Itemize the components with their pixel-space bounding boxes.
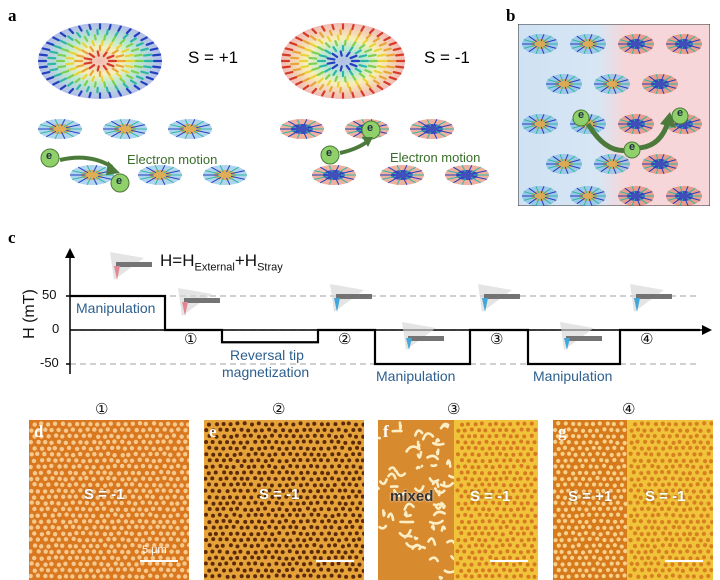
- s-plus-label: S = +1: [188, 48, 238, 68]
- annotation-reversal-2: magnetization: [222, 364, 309, 380]
- tile-e-top-marker: ②: [272, 400, 285, 418]
- ytick-m50: -50: [40, 355, 59, 370]
- scale-bar-f: [490, 560, 528, 562]
- tile-g-text-plus: S = +1: [568, 488, 612, 505]
- annotation-reversal-1: Reversal tip: [230, 347, 304, 363]
- tile-d-top-marker: ①: [95, 400, 108, 418]
- annotation-manipulation-2: Manipulation: [376, 368, 455, 384]
- electron-right-2: e: [367, 122, 373, 134]
- electron-left-1: e: [46, 150, 52, 162]
- annotation-manipulation-1: Manipulation: [76, 300, 155, 316]
- x-axis-arrow: [702, 325, 712, 335]
- ytick-0: 0: [52, 321, 59, 336]
- panel-f-label: f: [383, 422, 389, 442]
- step-marker-4: ④: [640, 330, 653, 348]
- scale-bar-e: [316, 560, 354, 562]
- scale-bar-g: [665, 560, 703, 562]
- skyrmion-plus-diagram: [35, 16, 165, 106]
- y-axis-arrow: [65, 248, 75, 258]
- panel-d-label: d: [34, 422, 43, 442]
- annotation-manipulation-3: Manipulation: [533, 368, 612, 384]
- step-marker-3: ③: [490, 330, 503, 348]
- electron-right-1: e: [326, 147, 332, 159]
- step-marker-2: ②: [338, 330, 351, 348]
- ytick-50: 50: [42, 287, 56, 302]
- electron-motion-label-left: Electron motion: [127, 152, 217, 167]
- step-marker-1: ①: [184, 330, 197, 348]
- tile-e-text: S = -1: [259, 486, 299, 503]
- tile-d-text: S = -1: [84, 486, 124, 503]
- tile-g-text-minus: S = -1: [645, 488, 685, 505]
- tile-g-top-marker: ④: [622, 400, 635, 418]
- tile-f-top-marker: ③: [447, 400, 460, 418]
- tile-f-text-s: S = -1: [470, 488, 510, 505]
- electron-b-1: e: [578, 109, 584, 121]
- electron-b-3: e: [677, 107, 683, 119]
- panel-e-label: e: [209, 422, 217, 442]
- electron-motion-label-right: Electron motion: [390, 150, 480, 165]
- tile-f-text-mixed: mixed: [390, 488, 433, 505]
- panel-a-label: a: [8, 6, 17, 26]
- panel-b-label: b: [506, 6, 515, 26]
- scale-bar-d: [140, 560, 178, 562]
- scale-label: 5 μm: [142, 544, 167, 556]
- electron-left-2: e: [116, 175, 122, 187]
- s-minus-label: S = -1: [424, 48, 470, 68]
- panel-g-label: g: [558, 422, 567, 442]
- skyrmion-minus-diagram: [278, 16, 408, 106]
- electron-b-2: e: [629, 141, 635, 153]
